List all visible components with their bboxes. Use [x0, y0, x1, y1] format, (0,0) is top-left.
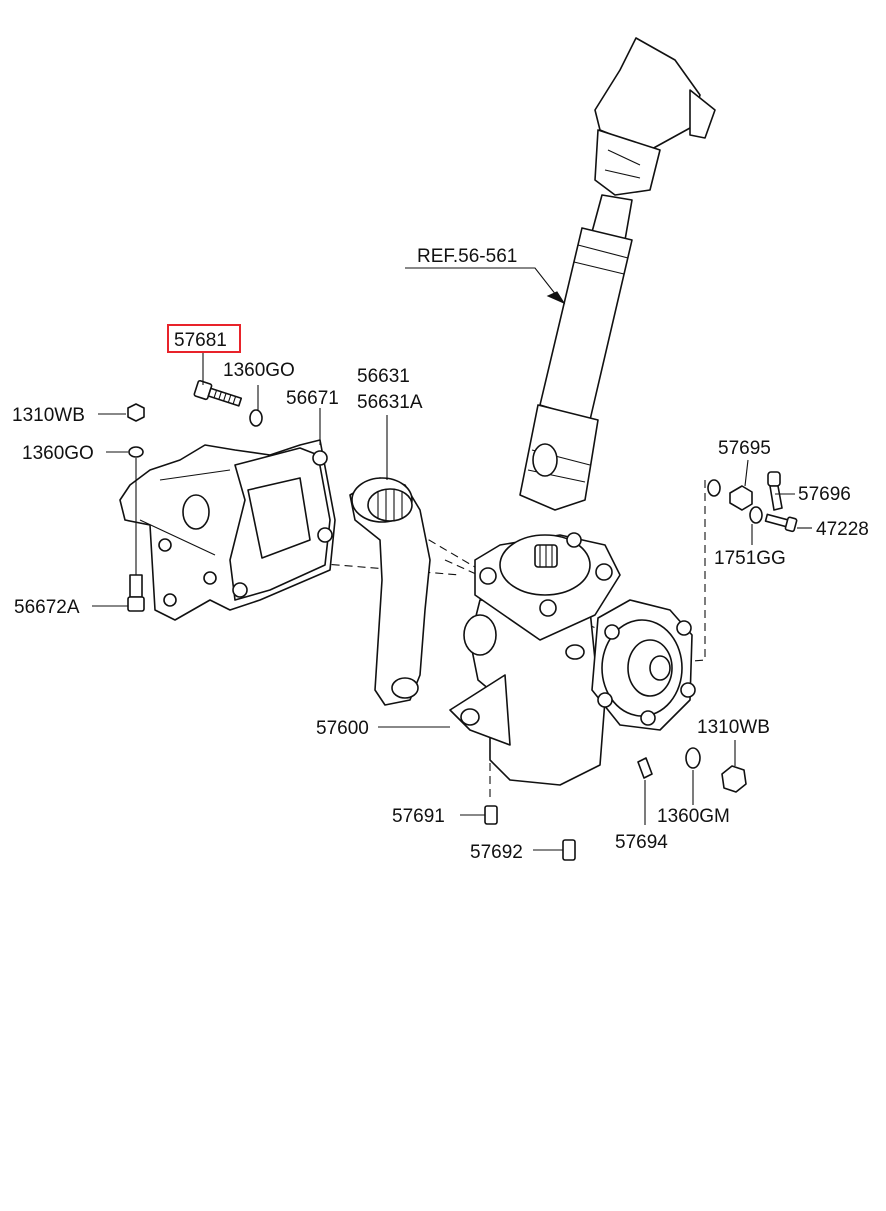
label-56631a[interactable]: 56631A: [357, 392, 423, 413]
label-ref[interactable]: REF.56-561: [417, 246, 517, 267]
label-1310wb-right[interactable]: 1310WB: [697, 717, 770, 738]
part-labels: REF.56-561 57681 1360GO 1310WB 1360GO 56…: [12, 246, 869, 863]
label-57696[interactable]: 57696: [798, 484, 851, 505]
mounting-bracket: [119, 439, 336, 621]
label-47228[interactable]: 47228: [816, 519, 869, 540]
label-56631[interactable]: 56631: [357, 366, 410, 387]
label-57692[interactable]: 57692: [470, 842, 523, 863]
bracket-fasteners: [127, 379, 263, 612]
label-57600[interactable]: 57600: [316, 718, 369, 739]
label-1360go-top[interactable]: 1360GO: [223, 360, 295, 381]
label-1751gg[interactable]: 1751GG: [714, 548, 786, 569]
leader-lines: [92, 267, 812, 851]
label-1360go-left[interactable]: 1360GO: [22, 443, 94, 464]
highlight-box: [167, 324, 241, 353]
label-57691[interactable]: 57691: [392, 806, 445, 827]
label-1360gm[interactable]: 1360GM: [657, 806, 730, 827]
gear-box-fittings: [484, 471, 798, 861]
label-56672a[interactable]: 56672A: [14, 597, 80, 618]
label-56671[interactable]: 56671: [286, 388, 339, 409]
label-57681[interactable]: 57681: [174, 330, 227, 351]
pitman-arm: [349, 477, 431, 706]
steering-column-shaft: [519, 37, 716, 511]
label-57695[interactable]: 57695: [718, 438, 771, 459]
label-57694[interactable]: 57694: [615, 832, 668, 853]
steering-gear-box: [449, 532, 696, 786]
label-1310wb-left[interactable]: 1310WB: [12, 405, 85, 426]
